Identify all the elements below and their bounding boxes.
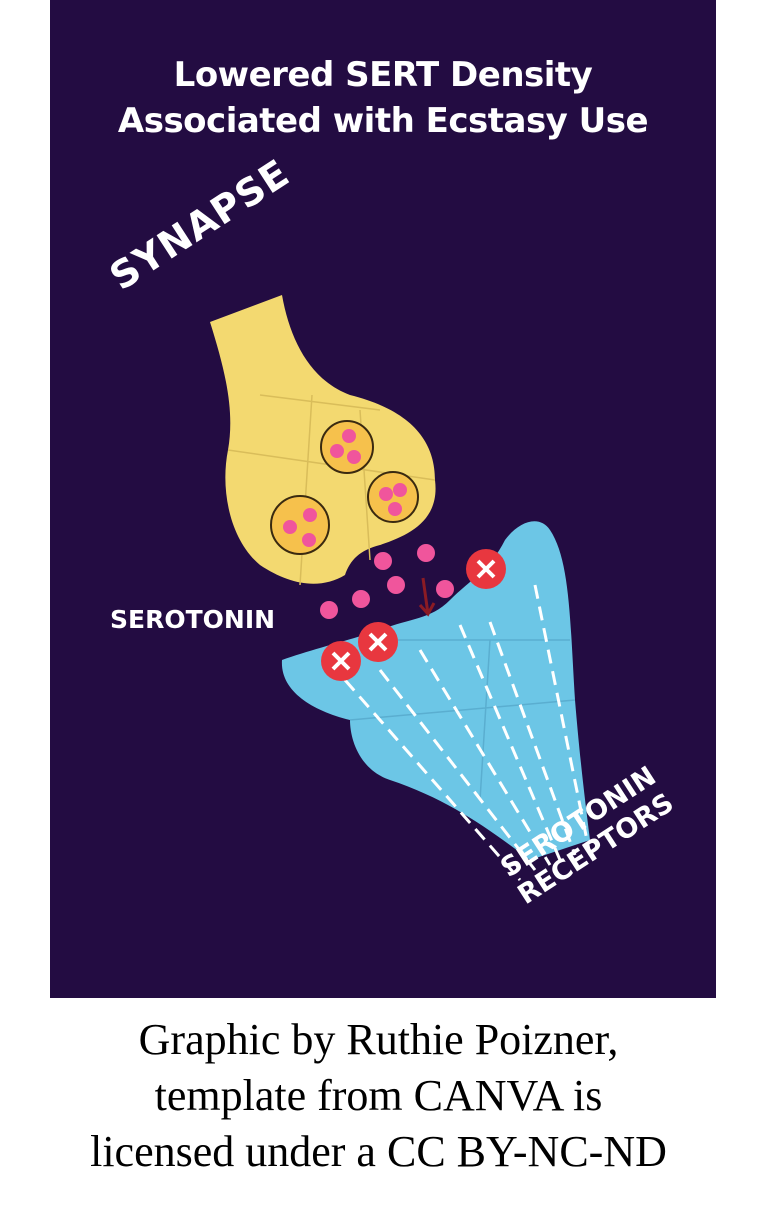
vesicle [320,420,374,474]
blocked-x-icon [466,549,506,589]
serotonin-label: SEROTONIN [110,605,276,634]
image-credit-caption: Graphic by Ruthie Poizner, template from… [0,1012,757,1180]
synapse-illustration [210,295,592,881]
presynaptic-terminal [210,295,436,586]
vesicle [367,471,419,523]
caption-line-1: Graphic by Ruthie Poizner, [138,1015,619,1064]
receptor-channels [343,584,592,881]
caption-line-3: licensed under a CC BY-NC-ND [90,1127,667,1176]
postsynaptic-terminal [281,521,592,881]
serotonin-molecules [320,544,454,619]
infographic-panel: Lowered SERT Density Associated with Ecs… [50,0,716,998]
blocked-x-icon [358,622,398,662]
vesicle [270,495,330,555]
graphic-title: Lowered SERT Density Associated with Ecs… [50,52,716,144]
title-line-1: Lowered SERT Density [173,55,593,95]
caption-line-2: template from CANVA is [154,1071,603,1120]
blocked-x-icon [321,641,361,681]
title-line-2: Associated with Ecstasy Use [117,101,649,141]
down-arrow-icon [418,577,436,617]
